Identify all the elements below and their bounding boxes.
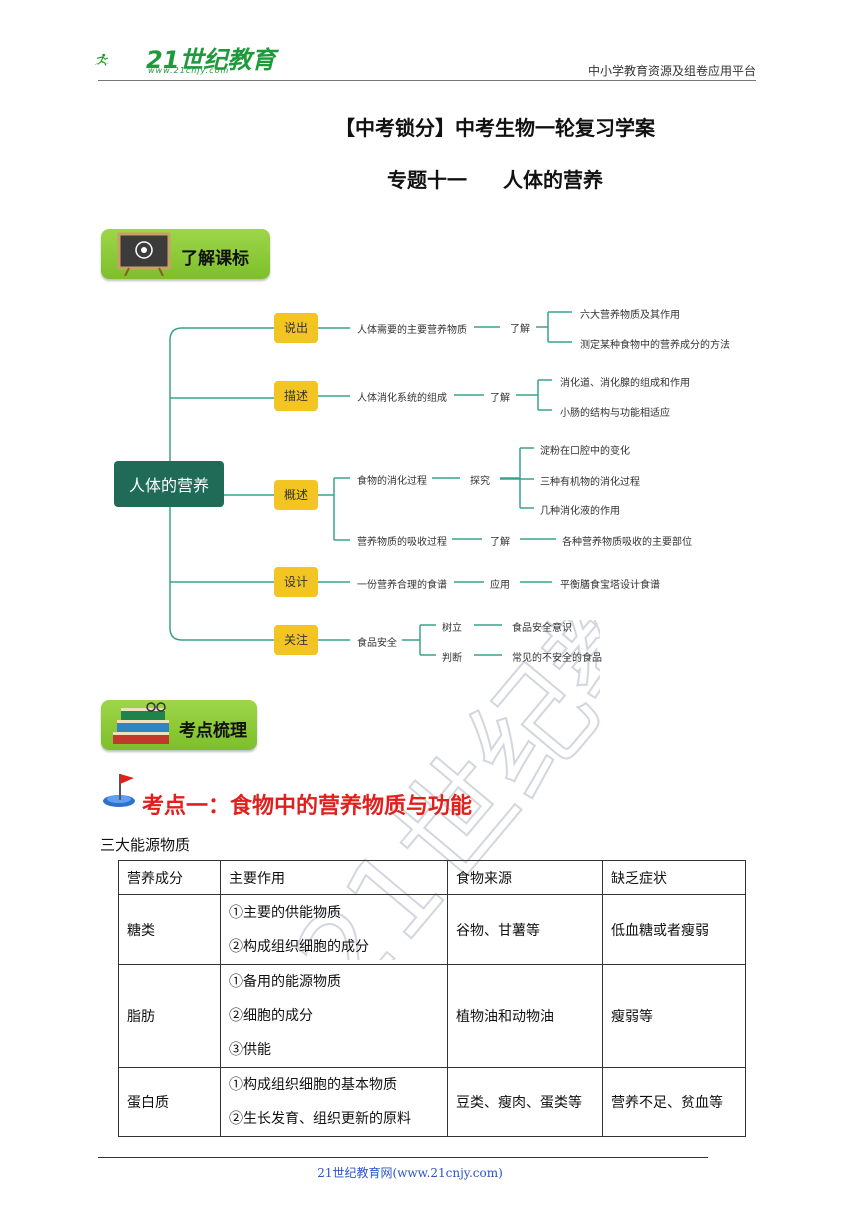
blackboard-icon [117,232,171,276]
table-header-cell: 营养成分 [118,860,221,895]
mindmap-topic-4: 营养物质的吸收过程 [357,537,447,548]
table-cell-symptom: 瘦弱等 [602,964,746,1068]
table-header-cell: 食物来源 [447,860,603,895]
table-header-cell: 缺乏症状 [602,860,746,895]
banner-curriculum: 了解课标 [101,229,270,279]
mindmap-leaf-2-1: 消化道、消化腺的组成和作用 [560,378,690,389]
header-divider [98,80,756,81]
mindmap-leaf-2-2: 小肠的结构与功能相适应 [560,408,670,419]
banner-keypoints-label: 考点梳理 [179,721,247,741]
mindmap-level-6-2: 判断 [442,653,462,664]
mindmap-leaf-1-1: 六大营养物质及其作用 [580,310,680,321]
books-icon [113,702,169,744]
mindmap-level-2: 了解 [490,393,510,404]
mindmap-verb-6: 关注 [274,625,318,655]
mindmap-verb-3: 概述 [274,480,318,510]
mindmap-verb-5: 设计 [274,567,318,597]
mindmap-leaf-6-1: 食品安全意识 [512,623,572,634]
mindmap-topic-1: 人体需要的主要营养物质 [357,325,467,336]
document-title: 【中考锁分】中考生物一轮复习学案 [335,116,655,140]
flag-icon [103,774,135,807]
function-item: ①备用的能源物质 [229,974,341,990]
function-item: ①构成组织细胞的基本物质 [229,1077,397,1093]
mindmap-leaf-3-2: 三种有机物的消化过程 [540,477,640,488]
mindmap-leaf-3-3: 几种消化液的作用 [540,506,620,517]
table-cell-source: 谷物、甘薯等 [447,894,603,965]
table-header-row: 营养成分 主要作用 食物来源 缺乏症状 [118,860,746,895]
logo-url: www.21cnjy.com [148,66,230,75]
table-cell-name: 糖类 [118,894,221,965]
mindmap-root: 人体的营养 [114,461,224,507]
document-subtitle: 专题十一人体的营养 [387,168,603,192]
logo-text: 21世纪教育 [146,46,276,74]
table-header-cell: 主要作用 [220,860,448,895]
mindmap-topic-3: 食物的消化过程 [357,476,427,487]
mindmap-verb-2: 描述 [274,381,318,411]
header-platform-text: 中小学教育资源及组卷应用平台 [587,64,756,78]
function-item: ③供能 [229,1042,271,1058]
mindmap-level-3: 探究 [470,476,490,487]
mindmap-leaf-1-2: 测定某种食物中的营养成分的方法 [580,340,730,351]
banner-curriculum-label: 了解课标 [181,249,249,269]
function-item: ②构成组织细胞的成分 [229,938,369,955]
mindmap-topic-5: 一份营养合理的食谱 [357,580,447,591]
table-row: 蛋白质 ①构成组织细胞的基本物质 ②生长发育、组织更新的原料 豆类、瘦肉、蛋类等… [118,1067,746,1137]
mindmap-level-4: 了解 [490,537,510,548]
mindmap-leaf-6-2: 常见的不安全的食品 [512,653,602,664]
logo-runner-icon [95,53,109,66]
banner-keypoints: 考点梳理 [101,700,257,750]
table-cell-symptom: 营养不足、贫血等 [602,1067,746,1137]
footer-text: 21世纪教育网(www.21cnjy.com) [317,1166,503,1180]
footer-divider [98,1157,708,1158]
mindmap-topic-6: 食品安全 [357,638,397,649]
mindmap-level-5: 应用 [490,580,510,591]
function-item: ①主要的供能物质 [229,904,341,921]
table-cell-functions: ①主要的供能物质 ②构成组织细胞的成分 [220,894,448,965]
mindmap-level-1: 了解 [510,324,530,335]
table-cell-functions: ①备用的能源物质 ②细胞的成分 ③供能 [220,964,448,1068]
section-heading: 考点一：食物中的营养物质与功能 [142,794,473,819]
table-row: 糖类 ①主要的供能物质 ②构成组织细胞的成分 谷物、甘薯等 低血糖或者瘦弱 [118,894,746,965]
mindmap-level-6-1: 树立 [442,623,462,634]
table-cell-functions: ①构成组织细胞的基本物质 ②生长发育、组织更新的原料 [220,1067,448,1137]
table-row: 脂肪 ①备用的能源物质 ②细胞的成分 ③供能 植物油和动物油 瘦弱等 [118,964,746,1068]
mindmap-leaf-4-1: 各种营养物质吸收的主要部位 [562,537,692,548]
function-item: ②生长发育、组织更新的原料 [229,1111,411,1127]
table-cell-source: 豆类、瘦肉、蛋类等 [447,1067,603,1137]
mindmap-leaf-5-1: 平衡膳食宝塔设计食谱 [560,580,660,591]
table-cell-name: 蛋白质 [118,1067,221,1137]
mindmap-leaf-3-1: 淀粉在口腔中的变化 [540,446,630,457]
table-cell-source: 植物油和动物油 [447,964,603,1068]
mindmap-topic-2: 人体消化系统的组成 [357,393,447,404]
mindmap-verb-1: 说出 [274,313,318,343]
function-item: ②细胞的成分 [229,1008,313,1024]
intro-text: 三大能源物质 [100,836,191,854]
table-cell-name: 脂肪 [118,964,221,1068]
nutrient-table: 营养成分 主要作用 食物来源 缺乏症状 糖类 ①主要的供能物质 ②构成组织细胞的… [118,860,746,1137]
table-cell-symptom: 低血糖或者瘦弱 [602,894,746,965]
